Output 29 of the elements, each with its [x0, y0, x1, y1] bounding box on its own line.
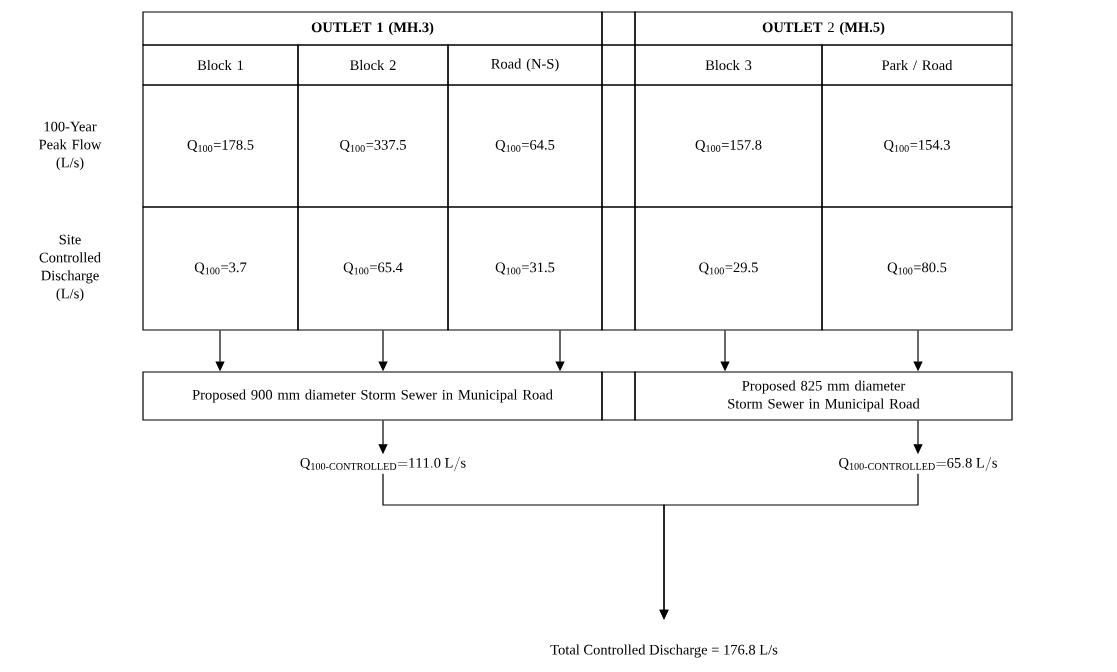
sewer-box: Proposed 825 mm diameter Storm Sewer in Municipal Road: [634, 371, 1013, 421]
total-label: Total Controlled Discharge = 176.8 L/s: [550, 644, 778, 658]
row-label: Site Controlled Discharge (L/s): [39, 234, 101, 302]
value-cell: Q$_{100}$=29.5: [634, 206, 823, 331]
flow-label: $\mathrm{Q_{100\text{-}CONTROLLED}{=}65.8\ L/s}$: [839, 456, 997, 472]
empty-cell: [601, 371, 636, 421]
sewer-box: Proposed 900 mm diameter Storm Sewer in Municipal Road: [142, 371, 603, 421]
column-header-cell: Block 2: [297, 44, 449, 86]
value-cell: Q$_{100}$=178.5: [142, 84, 299, 208]
value-cell: Q$_{100}$=157.8: [634, 84, 823, 208]
value-cell: Q$_{100}$=64.5: [447, 84, 603, 208]
value-cell: Q$_{100}$=80.5: [821, 206, 1013, 331]
empty-cell: [601, 84, 636, 208]
empty-cell: [601, 206, 636, 331]
value-cell: Q$_{100}$=65.4: [297, 206, 449, 331]
row-label: 100-Year Peak Flow (L/s): [39, 121, 102, 171]
column-header-cell: Block 1: [142, 44, 299, 86]
value-cell: Q$_{100}$=3.7: [142, 206, 299, 331]
header-cell: OUTLET 2 (MH.5): [634, 11, 1013, 46]
header-cell: OUTLET 1 (MH.3): [142, 11, 603, 46]
column-header-cell: Road (N-S): [447, 44, 603, 86]
value-cell: Q$_{100}$=337.5: [297, 84, 449, 208]
empty-cell: [601, 11, 636, 46]
column-header-cell: Park / Road: [821, 44, 1013, 86]
value-cell: Q$_{100}$=31.5: [447, 206, 603, 331]
value-cell: Q$_{100}$=154.3: [821, 84, 1013, 208]
column-header-cell: Block 3: [634, 44, 823, 86]
empty-cell: [601, 44, 636, 86]
flow-label: $\mathrm{Q_{100\text{-}CONTROLLED}{=}111.0\ L/s}$: [300, 456, 466, 472]
